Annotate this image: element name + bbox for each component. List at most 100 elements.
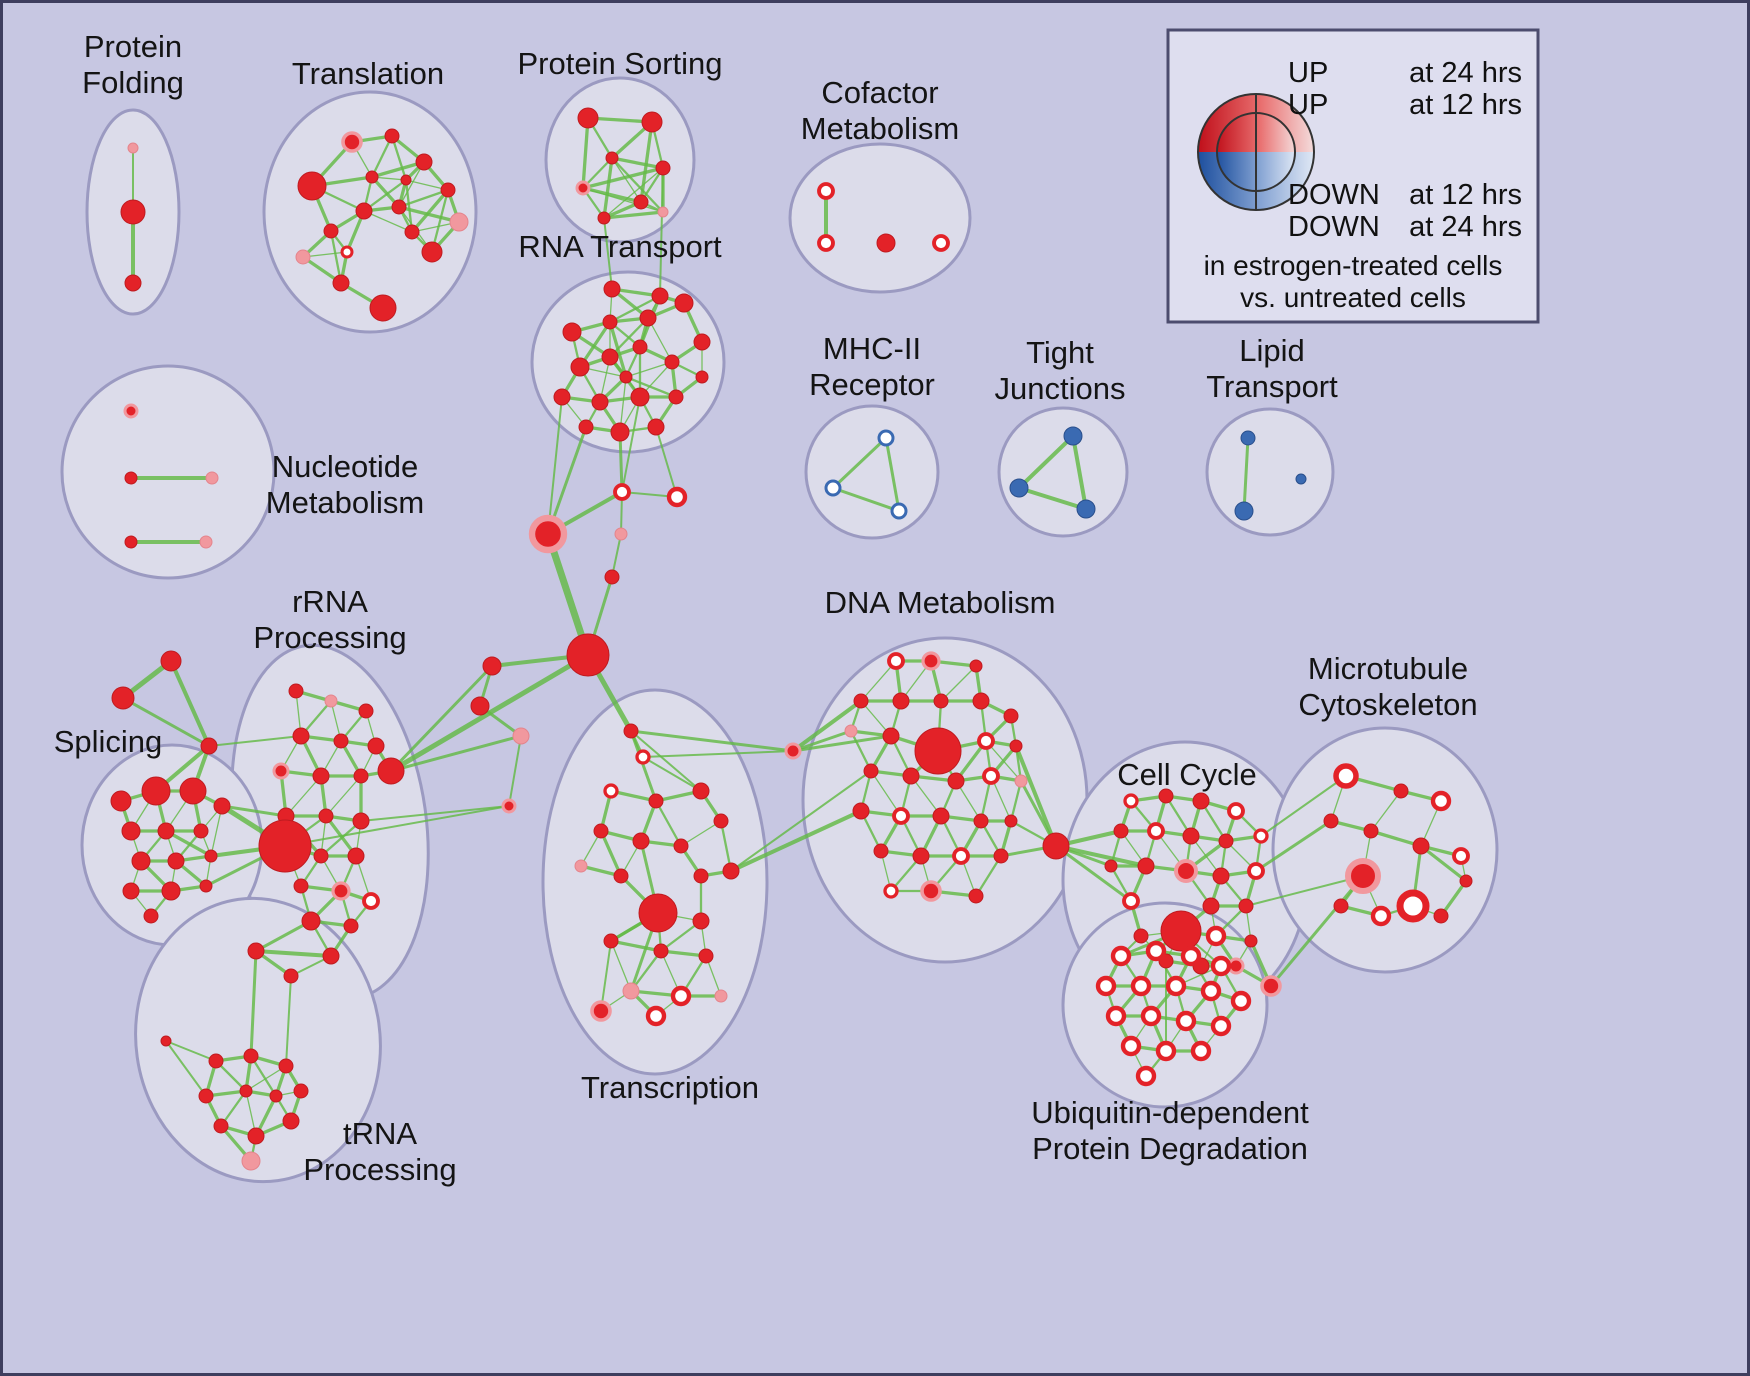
gene-node[interactable] [241,1151,261,1171]
gene-node[interactable] [208,1053,224,1069]
gene-node[interactable] [1140,1005,1162,1027]
gene-node[interactable] [1180,945,1202,967]
gene-node[interactable] [367,737,385,755]
gene-node[interactable] [1182,827,1200,845]
gene-node[interactable] [639,309,657,327]
gene-node[interactable] [566,633,610,677]
gene-node[interactable] [817,182,835,200]
gene-node[interactable] [161,881,181,901]
gene-node[interactable] [200,737,218,755]
gene-node[interactable] [877,429,895,447]
gene-node[interactable] [844,724,858,738]
gene-node[interactable] [1133,928,1149,944]
gene-node[interactable] [610,422,630,442]
gene-node[interactable] [824,479,842,497]
gene-node[interactable] [1210,1015,1232,1037]
gene-node[interactable] [1123,793,1139,809]
gene-node[interactable] [1234,501,1254,521]
gene-node[interactable] [605,151,619,165]
gene-node[interactable] [622,982,640,1000]
gene-node[interactable] [1396,889,1430,923]
gene-node[interactable] [1323,813,1339,829]
gene-node[interactable] [613,868,629,884]
gene-node[interactable] [876,233,896,253]
gene-node[interactable] [698,948,714,964]
gene-node[interactable] [247,942,265,960]
gene-node[interactable] [674,293,694,313]
gene-node[interactable] [648,793,664,809]
gene-node[interactable] [553,388,571,406]
gene-node[interactable] [124,274,142,292]
gene-node[interactable] [352,812,370,830]
gene-node[interactable] [713,813,729,829]
gene-node[interactable] [645,1005,667,1027]
gene-node[interactable] [902,767,920,785]
gene-node[interactable] [722,862,740,880]
gene-node[interactable] [1042,832,1070,860]
gene-node[interactable] [578,419,594,435]
gene-node[interactable] [638,893,678,933]
gene-node[interactable] [1430,790,1452,812]
gene-node[interactable] [602,314,618,330]
gene-node[interactable] [693,868,709,884]
gene-node[interactable] [1260,975,1282,997]
gene-node[interactable] [283,968,299,984]
gene-node[interactable] [883,883,899,899]
gene-node[interactable] [1363,823,1379,839]
gene-node[interactable] [205,471,219,485]
gene-node[interactable] [124,535,138,549]
gene-node[interactable] [603,280,621,298]
gene-node[interactable] [239,1084,253,1098]
gene-node[interactable] [347,847,365,865]
gene-node[interactable] [391,199,407,215]
gene-node[interactable] [365,170,379,184]
gene-node[interactable] [512,727,530,745]
gene-node[interactable] [120,199,146,225]
gene-node[interactable] [1244,934,1258,948]
gene-node[interactable] [301,911,321,931]
gene-node[interactable] [1227,802,1245,820]
gene-node[interactable] [1333,763,1359,789]
gene-node[interactable] [1212,867,1230,885]
gene-node[interactable] [528,514,568,554]
gene-node[interactable] [295,249,311,265]
gene-node[interactable] [322,947,340,965]
gene-node[interactable] [272,762,290,780]
gene-node[interactable] [714,989,728,1003]
gene-node[interactable] [1333,898,1349,914]
gene-node[interactable] [590,1000,612,1022]
gene-node[interactable] [892,807,910,825]
gene-node[interactable] [695,370,709,384]
gene-node[interactable] [131,851,151,871]
gene-node[interactable] [1174,859,1198,883]
gene-node[interactable] [873,843,889,859]
gene-node[interactable] [369,294,397,322]
gene-node[interactable] [1459,874,1473,888]
gene-node[interactable] [920,880,942,902]
gene-node[interactable] [603,933,619,949]
gene-node[interactable] [243,1048,259,1064]
gene-node[interactable] [969,659,983,673]
gene-node[interactable] [269,1089,283,1103]
gene-node[interactable] [141,776,171,806]
gene-node[interactable] [635,749,651,765]
gene-node[interactable] [1158,788,1174,804]
gene-node[interactable] [193,823,209,839]
gene-node[interactable] [362,892,380,910]
gene-node[interactable] [204,849,218,863]
gene-node[interactable] [404,224,420,240]
gene-node[interactable] [692,782,710,800]
gene-node[interactable] [440,182,456,198]
gene-node[interactable] [932,807,950,825]
gene-node[interactable] [1110,945,1132,967]
gene-node[interactable] [632,832,650,850]
gene-node[interactable] [1452,847,1470,865]
gene-node[interactable] [1004,814,1018,828]
gene-node[interactable] [593,823,609,839]
gene-node[interactable] [591,393,609,411]
gene-node[interactable] [1120,1035,1142,1057]
gene-node[interactable] [343,918,359,934]
gene-node[interactable] [603,783,619,799]
gene-node[interactable] [501,798,517,814]
gene-node[interactable] [213,797,231,815]
